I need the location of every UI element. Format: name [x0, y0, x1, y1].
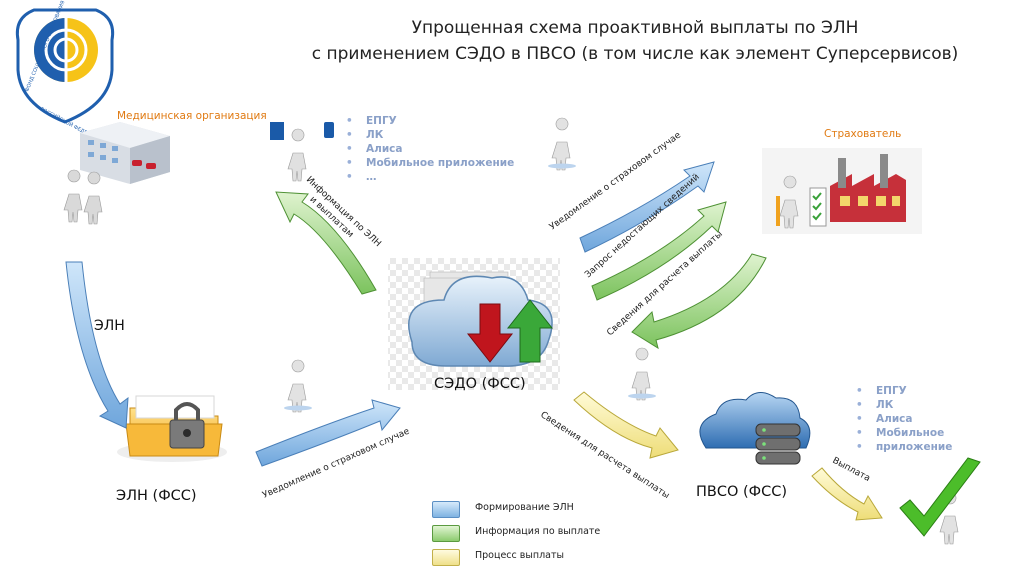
eln-folder-lock-icon [117, 395, 227, 462]
eln-fss-label: ЭЛН (ФСС) [116, 488, 197, 504]
channels-list-bottom: ЕПГУ ЛК Алиса Мобильное приложение … [850, 384, 1024, 454]
legend-label: Формирование ЭЛН [475, 502, 574, 513]
channel-item: ЛК [850, 398, 1024, 412]
legend-label: Информация по выплате [475, 526, 601, 537]
notify-top-arrow-label: Уведомление о страховом случае [548, 130, 683, 232]
calc-info-bottom-arrow [573, 391, 679, 459]
eln-arrow-label: ЭЛН [94, 318, 125, 334]
legend-swatch-green [432, 525, 460, 542]
insurer-label: Страхователь [824, 128, 902, 140]
hospital-icon [80, 122, 170, 184]
legend-swatch-blue [432, 501, 460, 518]
notify-bottom-arrow [255, 399, 401, 467]
sedo-label: СЭДО (ФСС) [434, 376, 526, 392]
channel-item: Мобильное приложение [850, 426, 1024, 453]
pvso-label: ПВСО (ФСС) [696, 484, 788, 500]
channel-item: ЛК [340, 128, 514, 142]
channel-item: Мобильное приложение [340, 156, 514, 170]
med-org-label: Медицинская организация [117, 110, 267, 122]
channels-list-top: ЕПГУ ЛК Алиса Мобильное приложение … [340, 114, 514, 184]
channel-item: … [340, 170, 514, 184]
pvso-cloud-server-icon [699, 392, 811, 465]
channel-item: Алиса [850, 412, 1024, 426]
channel-item: ЕПГУ [340, 114, 514, 128]
diagram-title-line2: с применением СЭДО в ПВСО (в том числе к… [311, 44, 959, 64]
notify-top-arrow [579, 161, 715, 253]
walking-figure-middle [628, 347, 656, 401]
request-arrow [591, 201, 727, 301]
legend-swatch-yellow [432, 549, 460, 566]
fss-logo: ФОНД СОЦИАЛЬНОГО СТРАХОВАНИЯ РОССИЙСКОЙ … [15, 0, 115, 145]
diagram-title-line1: Упрощенная схема проактивной выплаты по … [411, 18, 859, 38]
payment-arrow [811, 467, 883, 521]
doctor-patient-figures [63, 169, 103, 225]
payment-arrow-label: Выплата [831, 456, 872, 484]
walking-figure-left [284, 359, 312, 413]
channel-item: Алиса [340, 142, 514, 156]
channel-item: ЕПГУ [850, 384, 1024, 398]
calc-info-top-arrow [631, 253, 767, 350]
insurer-factory-icon [762, 148, 922, 234]
sedo-cloud-icon [388, 258, 560, 390]
mobile-user-figure [270, 122, 334, 182]
recipient-checkmark-icon [899, 457, 981, 545]
eln-arrow [65, 261, 129, 429]
channel-item: … [850, 440, 1024, 454]
info-arrow [275, 191, 377, 295]
walking-figure-top [548, 117, 576, 171]
legend-label: Процесс выплаты [475, 550, 565, 561]
